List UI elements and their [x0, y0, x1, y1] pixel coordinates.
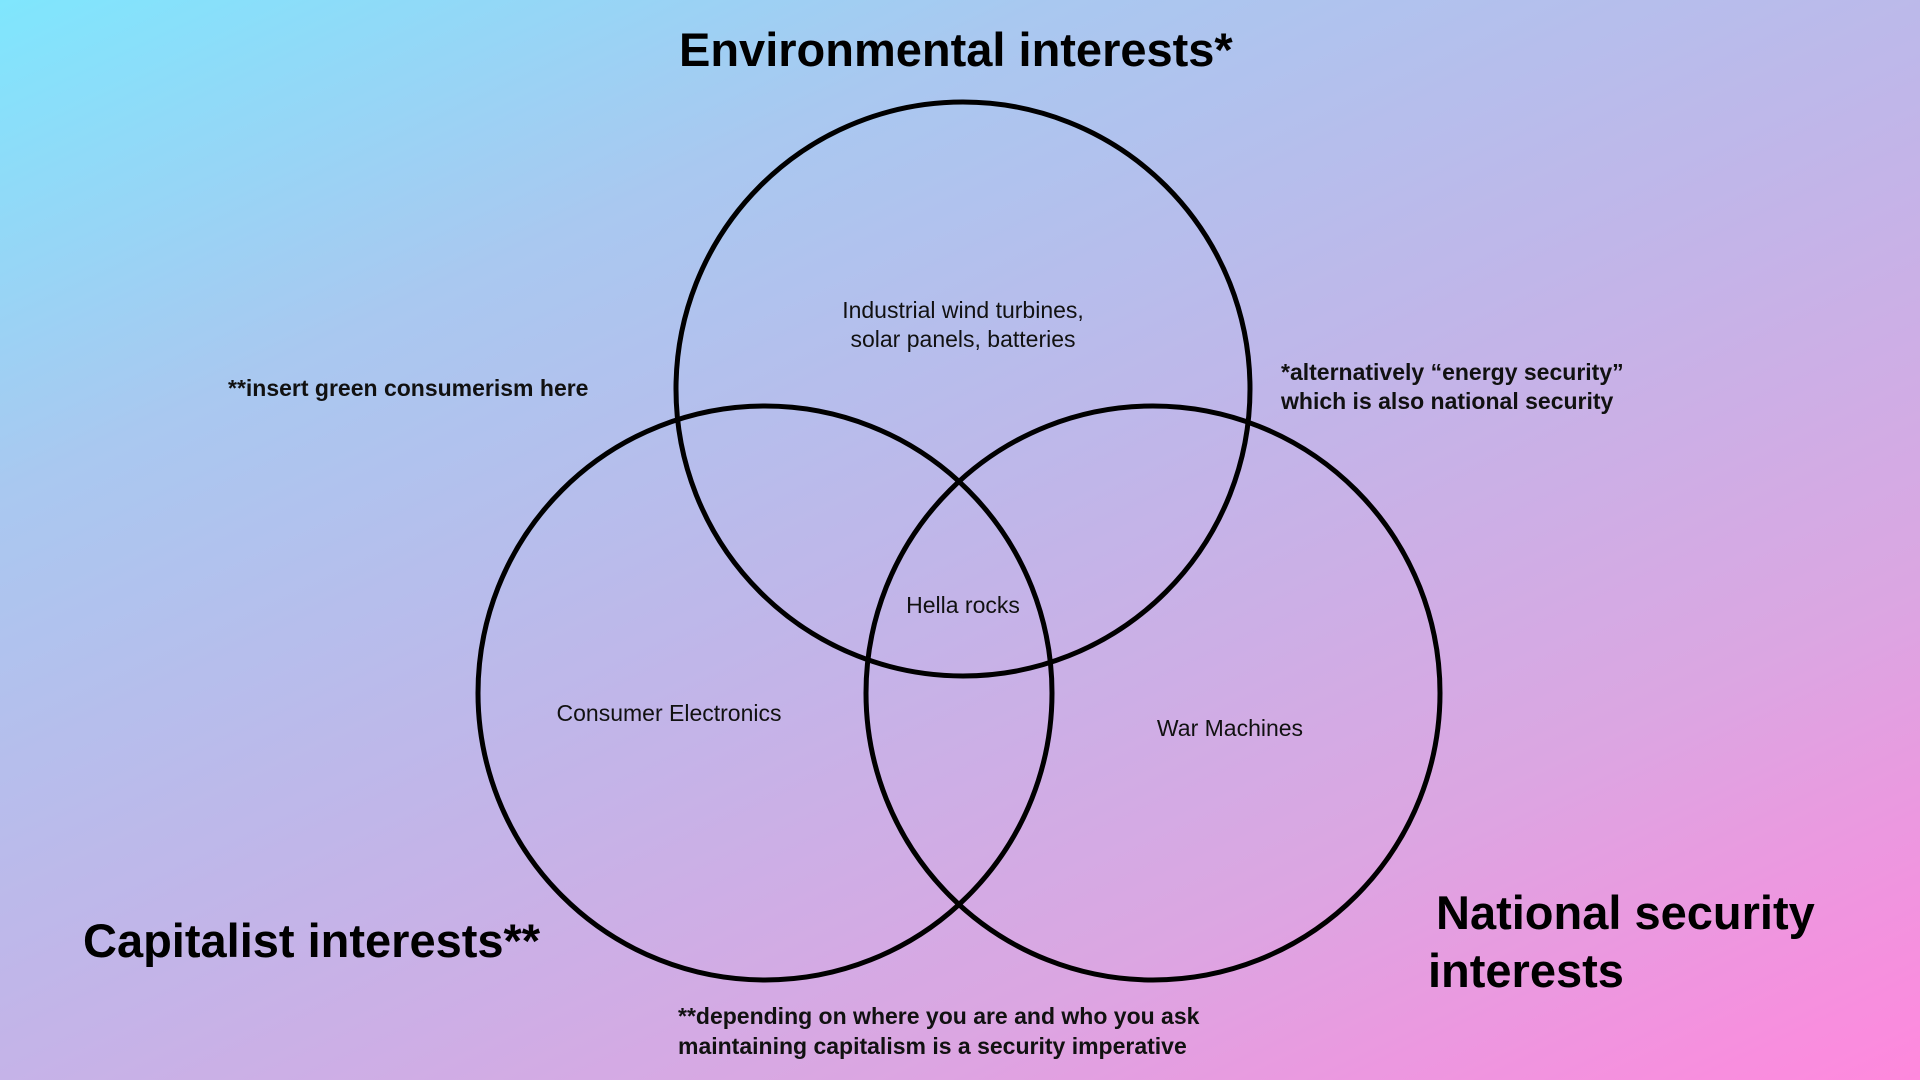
capitalism-security-note-line2: maintaining capitalism is a security imp… [678, 1033, 1187, 1059]
security-only-label: War Machines [1156, 715, 1304, 741]
environmental-only-label-line1: Industrial wind turbines, [842, 297, 1084, 323]
environmental-title: Environmental interests* [679, 23, 1233, 76]
energy-security-note-line2: which is also national security [1281, 388, 1614, 414]
environmental-circle [673, 99, 1253, 679]
capitalism-security-note-line1: **depending on where you are and who you… [678, 1003, 1200, 1029]
energy-security-note-line1: *alternatively “energy security” [1281, 359, 1624, 385]
center-label: Hella rocks [906, 592, 1020, 618]
national-security-title-line2: interests [1428, 944, 1624, 997]
capitalist-circle [475, 403, 1055, 983]
capitalist-only-label: Consumer Electronics [556, 700, 782, 726]
national-security-title-line1: National security [1436, 886, 1815, 939]
national-security-circle [863, 403, 1443, 983]
green-consumerism-note: **insert green consumerism here [228, 375, 589, 401]
capitalist-title: Capitalist interests** [83, 914, 541, 967]
environmental-only-label-line2: solar panels, batteries [850, 326, 1076, 352]
